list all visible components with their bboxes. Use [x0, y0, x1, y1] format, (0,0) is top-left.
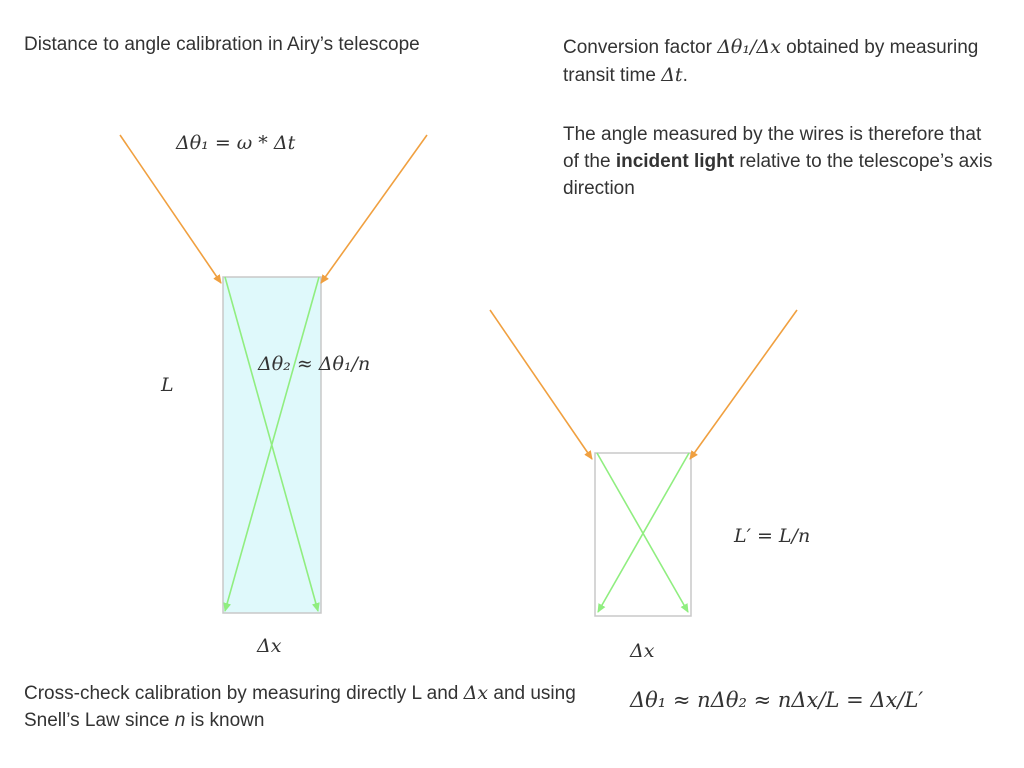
- label-dx-right: Δx: [630, 640, 655, 662]
- label-dx-left: Δx: [257, 635, 282, 657]
- angle-note-post: relative to the telescope’s axis directi…: [563, 150, 993, 199]
- incident-ray-right-a: [489, 309, 593, 460]
- conversion-note-mid: obtained by measuring transit time: [563, 37, 979, 86]
- slide-title: Distance to angle calibration in Airy’s …: [24, 34, 420, 55]
- crosscheck-dx: Δx: [463, 682, 489, 704]
- tube-empty: [594, 452, 692, 617]
- eq-final: Δθ₁ ≈ nΔθ₂ ≈ nΔx/L = Δx/L′: [630, 688, 924, 712]
- internal-ray-left-b: [223, 276, 320, 612]
- conversion-factor: Δθ₁/Δx: [717, 36, 781, 58]
- conversion-note: Conversion factor Δθ₁/Δx obtained by mea…: [563, 34, 983, 90]
- crosscheck-note-pre: Cross-check calibration by measuring dir…: [24, 683, 464, 704]
- incident-ray-left-a: [119, 134, 222, 284]
- eq-delta-theta1: Δθ₁ = ω * Δt: [176, 132, 296, 154]
- eq-delta-theta2: Δθ₂ ≈ Δθ₁/n: [258, 353, 371, 375]
- angle-note: The angle measured by the wires is there…: [563, 122, 993, 203]
- crosscheck-n: n: [174, 709, 186, 731]
- crosscheck-note-post: is known: [185, 709, 265, 731]
- conversion-note-post: .: [682, 64, 688, 86]
- eq-L-prime: L′ = L/n: [734, 525, 811, 547]
- crosscheck-note-mid: and using Snell’s Law since: [24, 683, 576, 731]
- incident-ray-right-b: [689, 309, 798, 460]
- crosscheck-note: Cross-check calibration by measuring dir…: [24, 680, 604, 735]
- internal-ray-right-b: [597, 452, 690, 613]
- incident-ray-left-b: [320, 134, 428, 284]
- conversion-note-pre: Conversion factor: [563, 37, 718, 58]
- angle-note-pre: The angle measured by the wires is there…: [563, 124, 982, 172]
- internal-ray-right-a: [596, 452, 689, 613]
- label-L: L: [161, 374, 174, 396]
- transit-time: Δt: [661, 63, 683, 86]
- angle-note-bold: incident light: [615, 150, 735, 172]
